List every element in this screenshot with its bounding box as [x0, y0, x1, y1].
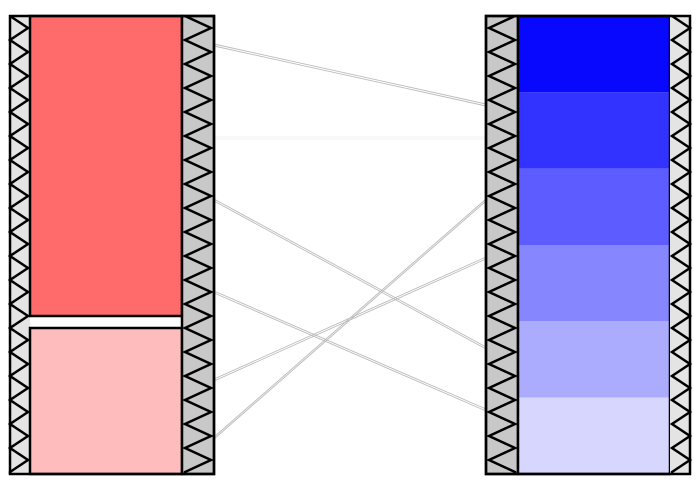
connector-line: [213, 45, 487, 107]
right-column-frame: [484, 14, 692, 476]
connector-line: [213, 198, 487, 348]
connector-line: [213, 43, 487, 105]
right-block-1: [518, 16, 670, 93]
right-outer-zigzag: [669, 14, 693, 474]
right-block-5: [518, 321, 670, 398]
connector-line: [213, 200, 487, 350]
left-inner-zigzag: [182, 14, 214, 474]
right-blocks: [516, 14, 672, 476]
right-block-2: [518, 92, 670, 169]
right-column: [484, 14, 693, 476]
left-block-bottom: [28, 326, 184, 476]
right-block-4: [518, 245, 670, 322]
connector-line: [213, 198, 487, 438]
left-outer-zigzag: [7, 14, 31, 474]
right-inner-zigzag: [486, 14, 518, 474]
connector-line: [213, 292, 487, 412]
connector-lines: [213, 43, 487, 440]
left-outer-strip: [10, 16, 30, 474]
right-block-3: [518, 168, 670, 245]
left-column: [7, 14, 216, 476]
connector-line: [213, 290, 487, 410]
left-column-frame: [8, 14, 216, 476]
left-block-top: [28, 14, 184, 318]
connector-line: [213, 200, 487, 440]
right-block-6: [518, 397, 670, 474]
